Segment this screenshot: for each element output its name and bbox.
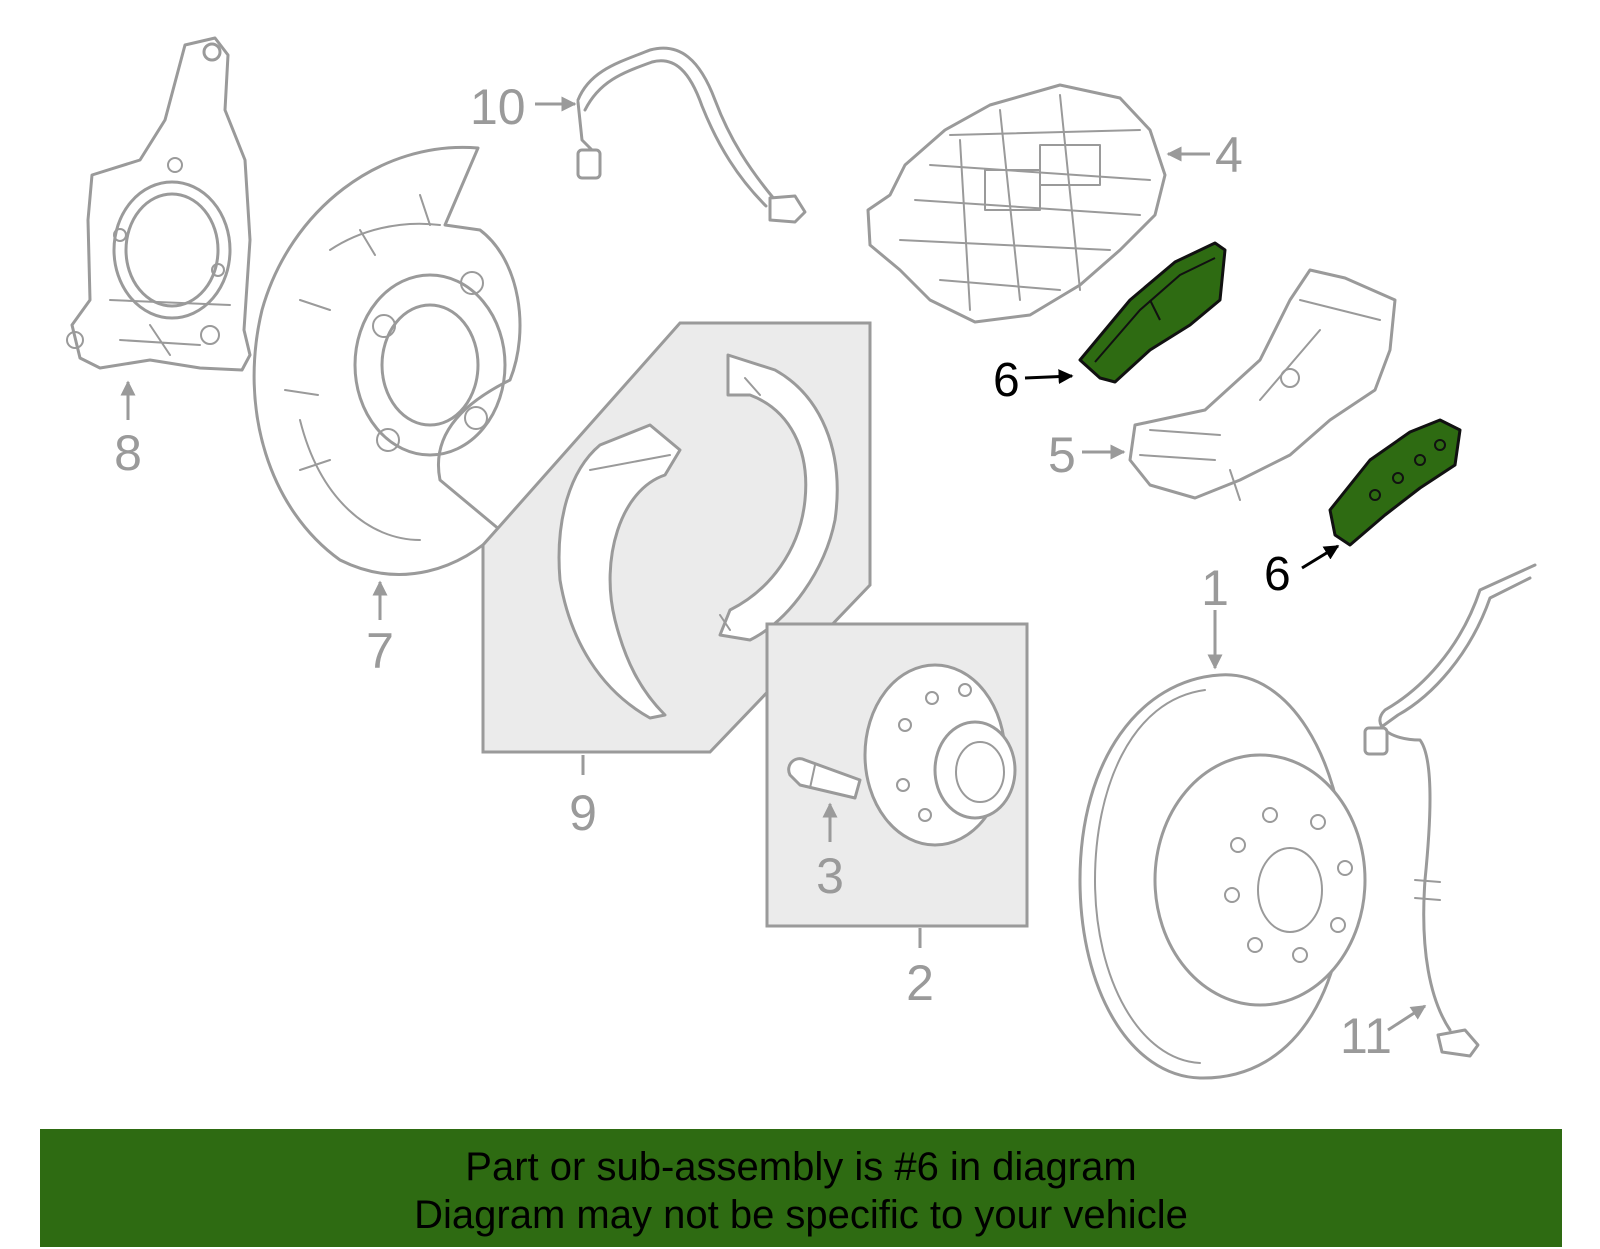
callout-4: 4 — [1166, 127, 1243, 183]
brake-pad-part-6-upper — [1078, 241, 1227, 384]
callout-6-lower-label: 6 — [1264, 548, 1291, 601]
info-banner: Part or sub-assembly is #6 in diagram Di… — [40, 1129, 1562, 1247]
caliper-bracket-part-5 — [1128, 268, 1397, 501]
callout-3: 3 — [816, 802, 844, 904]
callout-3-label: 3 — [816, 848, 844, 904]
banner-line-2: Diagram may not be specific to your vehi… — [414, 1193, 1188, 1237]
callout-11: 11 — [1340, 1004, 1427, 1064]
callout-5-label: 5 — [1048, 427, 1076, 483]
brake-caliper-part-4 — [866, 83, 1167, 324]
callout-1: 1 — [1201, 560, 1229, 670]
callout-2: 2 — [906, 928, 934, 1011]
callout-8: 8 — [114, 380, 142, 481]
brake-hose-part-10 — [576, 46, 807, 224]
callout-6-upper-label: 6 — [993, 354, 1020, 407]
steering-knuckle-part-8 — [66, 36, 252, 372]
callout-8-label: 8 — [114, 425, 142, 481]
wheel-speed-sensor-part-11 — [1363, 563, 1537, 1058]
callout-6-upper: 6 — [993, 354, 1074, 407]
banner-line-1: Part or sub-assembly is #6 in diagram — [465, 1145, 1137, 1189]
dust-shield-part-7 — [252, 145, 522, 576]
brake-rotor-part-1 — [1078, 673, 1367, 1080]
callout-7: 7 — [366, 580, 394, 679]
callout-5: 5 — [1048, 427, 1126, 483]
callout-4-label: 4 — [1215, 127, 1243, 183]
callout-10: 10 — [470, 79, 577, 135]
callout-9: 9 — [569, 755, 597, 841]
callout-6-lower: 6 — [1264, 544, 1340, 601]
callout-10-label: 10 — [470, 79, 526, 135]
brake-pad-part-6-lower — [1328, 418, 1462, 547]
callout-9-label: 9 — [569, 785, 597, 841]
callout-2-label: 2 — [906, 955, 934, 1011]
callout-1-label: 1 — [1201, 560, 1229, 616]
callout-7-label: 7 — [366, 623, 394, 679]
wheel-stud-part-3 — [787, 757, 862, 800]
callout-11-label: 11 — [1340, 1008, 1392, 1064]
